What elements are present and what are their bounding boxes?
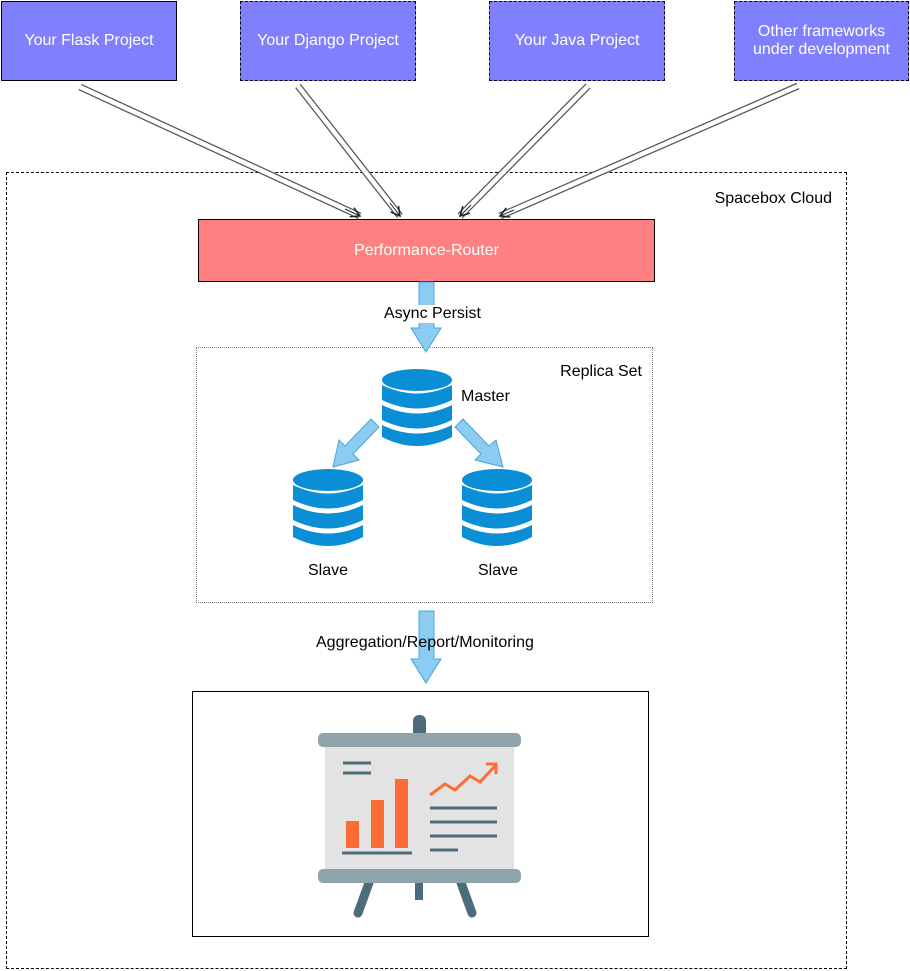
other-frameworks-box: Other frameworks under development: [734, 1, 909, 81]
java-project-box: Your Java Project: [489, 1, 665, 81]
replica-set-label: Replica Set: [560, 363, 642, 380]
performance-router-label: Performance-Router: [354, 241, 499, 259]
presentation-board-chart-icon: [318, 715, 521, 918]
slave-right-label: Slave: [478, 562, 519, 579]
arrow-replica-to-report: [410, 610, 442, 684]
slave-left-label: Slave: [308, 562, 349, 579]
slave-right-database-icon: [462, 469, 532, 546]
slave-left-database-icon: [293, 469, 363, 546]
django-project-label: Your Django Project: [257, 32, 399, 49]
async-persist-label: Async Persist: [384, 305, 481, 323]
spacebox-cloud-container: Spacebox Cloud: [6, 172, 847, 969]
flask-project-box: Your Flask Project: [1, 1, 177, 81]
spacebox-cloud-label: Spacebox Cloud: [714, 190, 832, 207]
arrow-other-to-router: [498, 82, 800, 220]
arrow-django-to-router: [295, 83, 403, 219]
master-label: Master: [461, 388, 510, 405]
arrow-master-to-slave-left: [332, 418, 380, 468]
arrow-flask-to-router: [78, 83, 362, 220]
arrow-java-to-router: [457, 83, 591, 219]
django-project-box: Your Django Project: [240, 1, 416, 81]
other-frameworks-label: Other frameworks under development: [753, 23, 890, 58]
java-project-label: Your Java Project: [514, 32, 640, 49]
performance-router-box: Performance-Router: [198, 219, 655, 282]
master-database-icon: [382, 369, 452, 446]
aggregation-report-monitoring-label: Aggregation/Report/Monitoring: [316, 634, 534, 651]
arrow-master-to-slave-right: [454, 418, 504, 468]
flask-project-label: Your Flask Project: [24, 32, 154, 49]
